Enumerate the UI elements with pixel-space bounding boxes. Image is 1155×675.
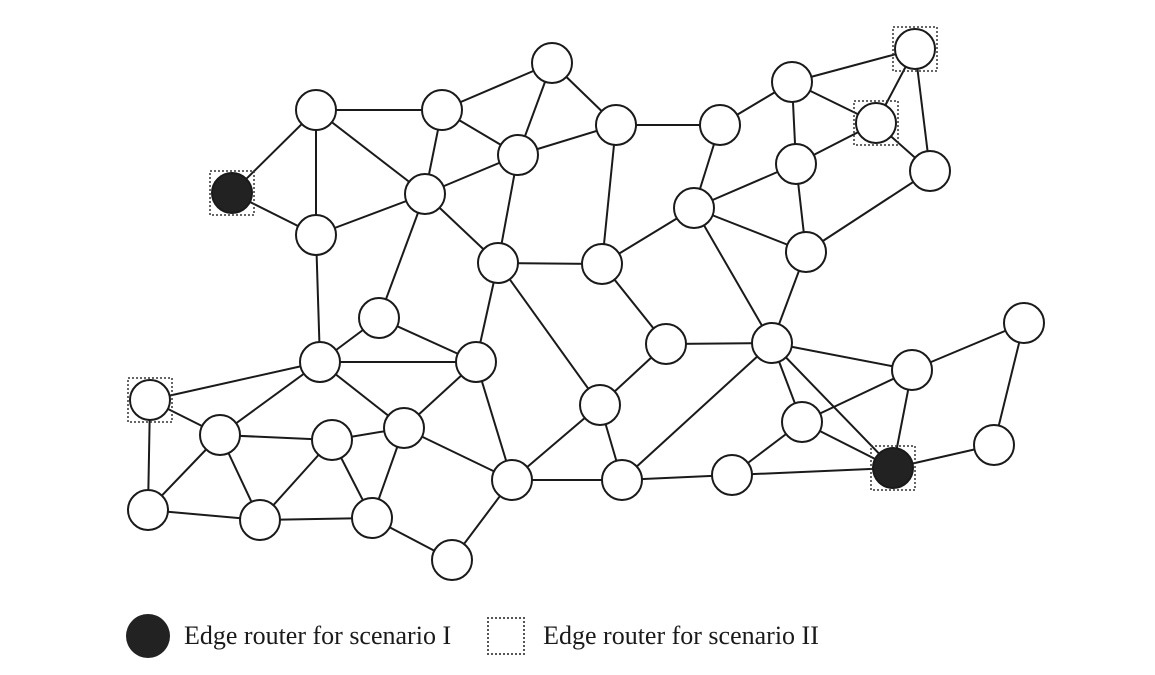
router-node: [295, 89, 337, 131]
router-node: [497, 134, 539, 176]
filled-circle-icon: [126, 614, 170, 658]
router-node: [299, 341, 341, 383]
router-node: [199, 414, 241, 456]
router-node: [601, 459, 643, 501]
graph-edge: [315, 234, 321, 363]
router-node: [785, 231, 827, 273]
scenario-ii-marker: [853, 100, 899, 146]
scenario-ii-marker: [870, 445, 916, 491]
router-node: [239, 499, 281, 541]
router-node: [581, 243, 623, 285]
router-node: [699, 104, 741, 146]
router-node: [477, 242, 519, 284]
router-node: [127, 489, 169, 531]
edge-router-node: [211, 172, 253, 214]
router-node: [711, 454, 753, 496]
router-node: [1003, 302, 1045, 344]
graph-nodes: [127, 28, 1045, 581]
router-node: [673, 187, 715, 229]
router-node: [894, 28, 936, 70]
router-node: [891, 349, 933, 391]
router-node: [311, 419, 353, 461]
router-node: [404, 173, 446, 215]
graph-edge: [497, 262, 601, 406]
graph-edge: [805, 170, 931, 253]
router-node: [295, 214, 337, 256]
dotted-square-icon: [487, 617, 526, 655]
router-node: [595, 104, 637, 146]
router-node: [351, 497, 393, 539]
graph-edge: [621, 342, 773, 481]
router-node: [909, 150, 951, 192]
legend-label-scenario-i: Edge router for scenario I: [184, 621, 452, 650]
router-node: [579, 384, 621, 426]
router-node: [771, 61, 813, 103]
router-node: [645, 323, 687, 365]
graph-edge: [693, 207, 773, 344]
legend: Edge router for scenario I Edge router f…: [126, 612, 819, 660]
router-node: [431, 539, 473, 581]
router-node: [751, 322, 793, 364]
router-node: [129, 379, 171, 421]
legend-item-scenario-i: Edge router for scenario I: [126, 614, 451, 658]
graph-edge: [771, 342, 913, 371]
graph-edge: [315, 109, 426, 195]
router-node: [358, 297, 400, 339]
graph-edge: [731, 467, 894, 476]
edge-router-node: [872, 447, 914, 489]
router-node: [973, 424, 1015, 466]
router-node: [455, 341, 497, 383]
graph-edge: [149, 361, 321, 401]
router-node: [855, 102, 897, 144]
graph-edge: [771, 342, 894, 469]
router-node: [491, 459, 533, 501]
scenario-ii-markers: [127, 26, 938, 491]
router-node: [781, 401, 823, 443]
scenario-ii-marker: [127, 377, 173, 423]
scenario-ii-marker: [209, 170, 255, 216]
legend-item-scenario-ii: Edge router for scenario II: [451, 617, 819, 655]
graph-edge: [601, 124, 617, 265]
router-node: [775, 143, 817, 185]
router-node: [531, 42, 573, 84]
scenario-ii-marker: [892, 26, 938, 72]
router-node: [383, 407, 425, 449]
graph-edge: [791, 48, 916, 83]
legend-label-scenario-ii: Edge router for scenario II: [543, 621, 819, 650]
graph-edge: [378, 193, 426, 319]
router-node: [421, 89, 463, 131]
